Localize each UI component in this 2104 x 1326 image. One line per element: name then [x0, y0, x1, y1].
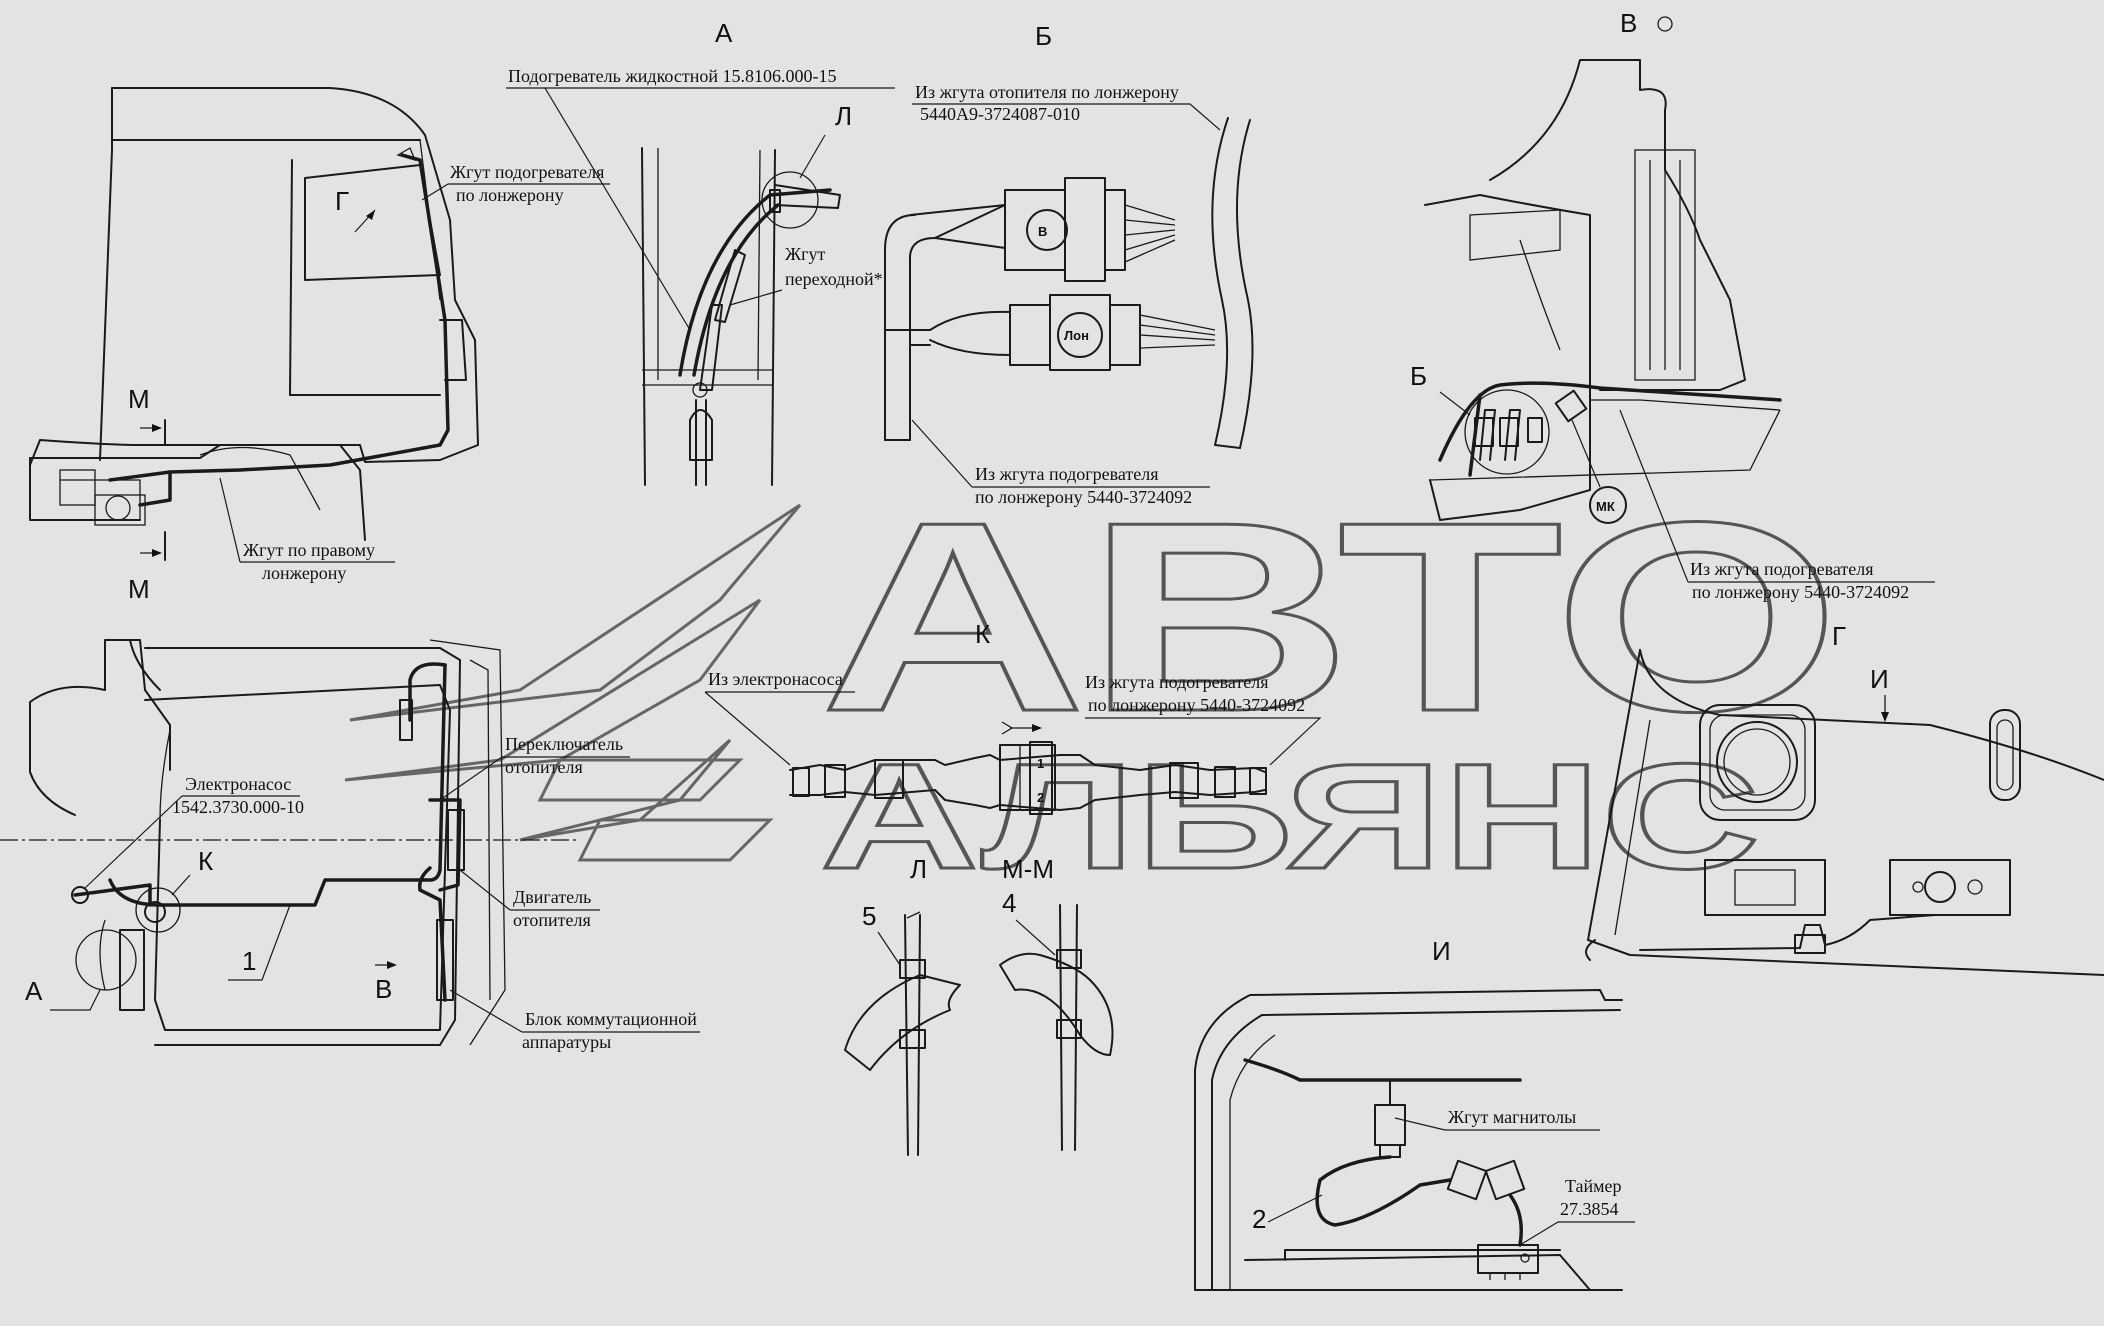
view-title-a: А	[715, 18, 733, 48]
view-title-g: Г	[1832, 621, 1846, 651]
mk-label: МК	[1596, 499, 1615, 514]
view-v: В	[1424, 8, 1782, 521]
callout-number-2: 2	[1252, 1204, 1266, 1234]
pin-label-2: 2	[1037, 790, 1044, 805]
view-a: А Подогреватель жидкостной 15.8106.000-1…	[506, 18, 895, 486]
label-motor-2: отопителя	[513, 910, 591, 930]
callout-number-5: 5	[862, 901, 876, 931]
label-heater: Подогреватель жидкостной 15.8106.000-15	[508, 66, 836, 86]
view-title-i: И	[1432, 936, 1451, 966]
view-g: Г И	[1585, 621, 2104, 976]
label-timer-2: 27.3854	[1560, 1199, 1619, 1219]
callout-number-4: 4	[1002, 888, 1016, 918]
label-right-spar-2: лонжерону	[262, 563, 346, 583]
view-title-v: В	[1620, 8, 1637, 38]
view-title-b: Б	[1035, 21, 1052, 51]
view-marker-v-callout: В	[375, 974, 392, 1004]
view-k: К Из электронасоса Из жгута подогревател…	[704, 619, 1322, 815]
label-from-preheater-b-1: Из жгута подогревателя	[975, 464, 1159, 484]
view-marker-b-callout: Б	[1410, 361, 1427, 391]
label-motor-1: Двигатель	[513, 887, 591, 907]
watermark-line1: АВТО	[820, 467, 1840, 768]
callout-number-1: 1	[242, 946, 256, 976]
label-switch-2: отопителя	[505, 757, 583, 777]
connector-b-label: В	[1038, 224, 1047, 239]
connector-lon-label: Лон	[1064, 328, 1089, 343]
label-radio: Жгут магнитолы	[1448, 1107, 1576, 1127]
label-adapter-1: Жгут	[785, 244, 826, 264]
label-block-2: аппаратуры	[522, 1032, 611, 1052]
label-harness-heater-2: по лонжерону	[456, 185, 564, 205]
plan-view	[0, 639, 580, 1046]
label-adapter-2: переходной*	[785, 269, 883, 289]
section-marker-m-bottom: М	[128, 574, 150, 604]
label-from-preheater-v-2: по лонжерону 5440-3724092	[1692, 582, 1909, 602]
view-i: И	[1194, 936, 1623, 1291]
label-right-spar-1: Жгут по правому	[243, 540, 375, 560]
view-l: Л 5	[844, 854, 961, 1156]
view-marker-l: Л	[835, 101, 852, 131]
view-marker-g: Г	[335, 186, 349, 216]
view-marker-i-arrow: И	[1870, 664, 1889, 694]
label-from-preheater-v-1: Из жгута подогревателя	[1690, 559, 1874, 579]
truck-side-view	[29, 87, 479, 541]
watermark-logo	[344, 503, 802, 862]
view-marker-a-callout: А	[25, 976, 43, 1006]
label-from-heater-harness-1: Из жгута отопителя по лонжерону	[915, 82, 1179, 102]
label-from-preheater-k-1: Из жгута подогревателя	[1085, 672, 1269, 692]
label-from-preheater-b-2: по лонжерону 5440-3724092	[975, 487, 1192, 507]
view-b: Б Из жгута отопителя по лонжерону 5440А9…	[884, 21, 1254, 507]
view-title-l: Л	[910, 854, 927, 884]
watermark-line2: АЛЬЯНС	[820, 732, 1760, 900]
label-timer-1: Таймер	[1565, 1176, 1622, 1196]
view-mm: М-М 4	[999, 854, 1114, 1151]
label-block-1: Блок коммутационной	[525, 1009, 697, 1029]
label-pump-1: Электронасос	[185, 774, 291, 794]
view-marker-k-callout: К	[198, 846, 213, 876]
label-from-preheater-k-2: по лонжерону 5440-3724092	[1088, 695, 1305, 715]
watermark: АВТО АЛЬЯНС	[344, 466, 1842, 902]
pin-label-1: 1	[1037, 756, 1044, 771]
view-title-mm: М-М	[1002, 854, 1054, 884]
label-pump-2: 1542.3730.000-10	[172, 797, 304, 817]
label-harness-heater-1: Жгут подогревателя	[450, 162, 604, 182]
label-from-heater-harness-2: 5440А9-3724087-010	[920, 104, 1080, 124]
view-title-k: К	[975, 619, 990, 649]
label-from-pump: Из электронасоса	[708, 669, 843, 689]
section-marker-m-top: М	[128, 384, 150, 414]
label-switch-1: Переключатель	[505, 734, 623, 754]
